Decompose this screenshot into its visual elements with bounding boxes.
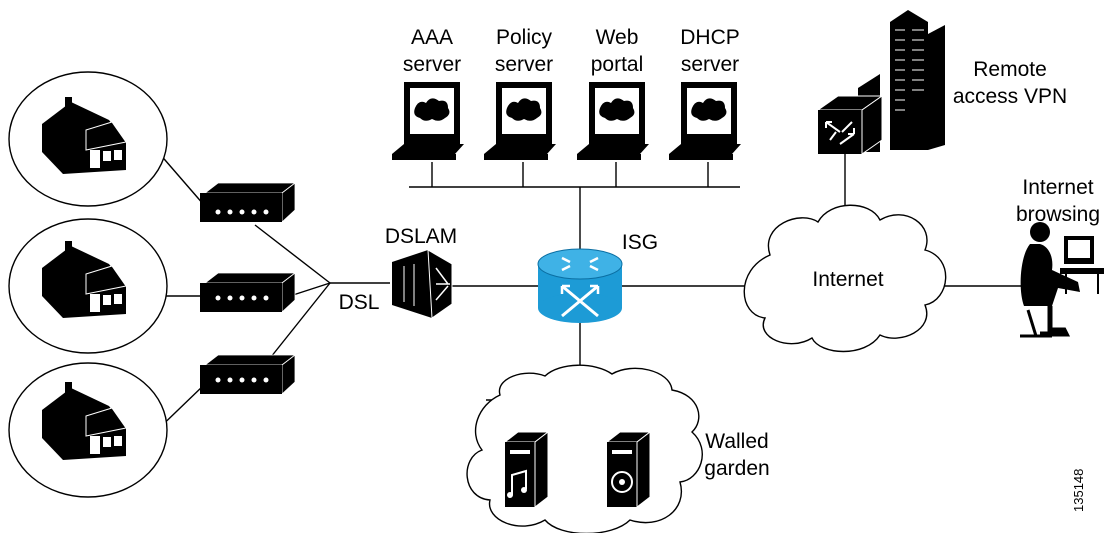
dsl-modem-1	[200, 182, 297, 223]
house-3	[8, 362, 168, 498]
vpn-label-line1: Remote	[973, 58, 1047, 81]
isg-label: ISG	[622, 231, 658, 254]
dsl-modem-2	[200, 272, 297, 313]
vpn-label-line2: access VPN	[953, 85, 1067, 108]
aaa-label-line1: AAA	[411, 26, 453, 49]
browsing-label-line1: Internet	[1022, 176, 1093, 199]
walled-label-line1: Walled	[705, 430, 768, 453]
internet-cloud-icon	[743, 204, 947, 353]
vpn-buildings-icon	[816, 10, 945, 155]
web-label-line1: Web	[596, 26, 639, 49]
house-2	[8, 218, 168, 354]
dsl-modem-3	[200, 354, 297, 395]
walled-label-line2: garden	[704, 457, 769, 480]
dhcp-label-line1: DHCP	[680, 26, 740, 49]
browsing-label-line2: browsing	[1016, 203, 1100, 226]
web-label-line2: portal	[591, 53, 644, 76]
music-server-icon	[503, 430, 550, 509]
figure-id: 135148	[1071, 469, 1086, 512]
dslam-icon	[392, 249, 453, 319]
walled-garden-cloud-icon	[466, 364, 703, 533]
user-workstation-icon	[1020, 222, 1104, 338]
policy-label-line1: Policy	[496, 26, 553, 49]
aaa-label-line2: server	[403, 53, 461, 76]
dsl-label: DSL	[339, 291, 380, 314]
policy-label-line2: server	[495, 53, 553, 76]
labels: AAA server Policy server Web portal DHCP…	[339, 26, 1100, 512]
dhcp-server-icon	[669, 82, 741, 160]
house-1	[8, 71, 168, 207]
internet-label: Internet	[812, 268, 883, 291]
dhcp-label-line2: server	[681, 53, 739, 76]
aaa-server-icon	[392, 82, 464, 160]
dslam-label: DSLAM	[385, 225, 457, 248]
isg-router-icon	[537, 248, 623, 323]
video-server-icon	[605, 430, 652, 509]
web-portal-icon	[577, 82, 649, 160]
policy-server-icon	[484, 82, 556, 160]
